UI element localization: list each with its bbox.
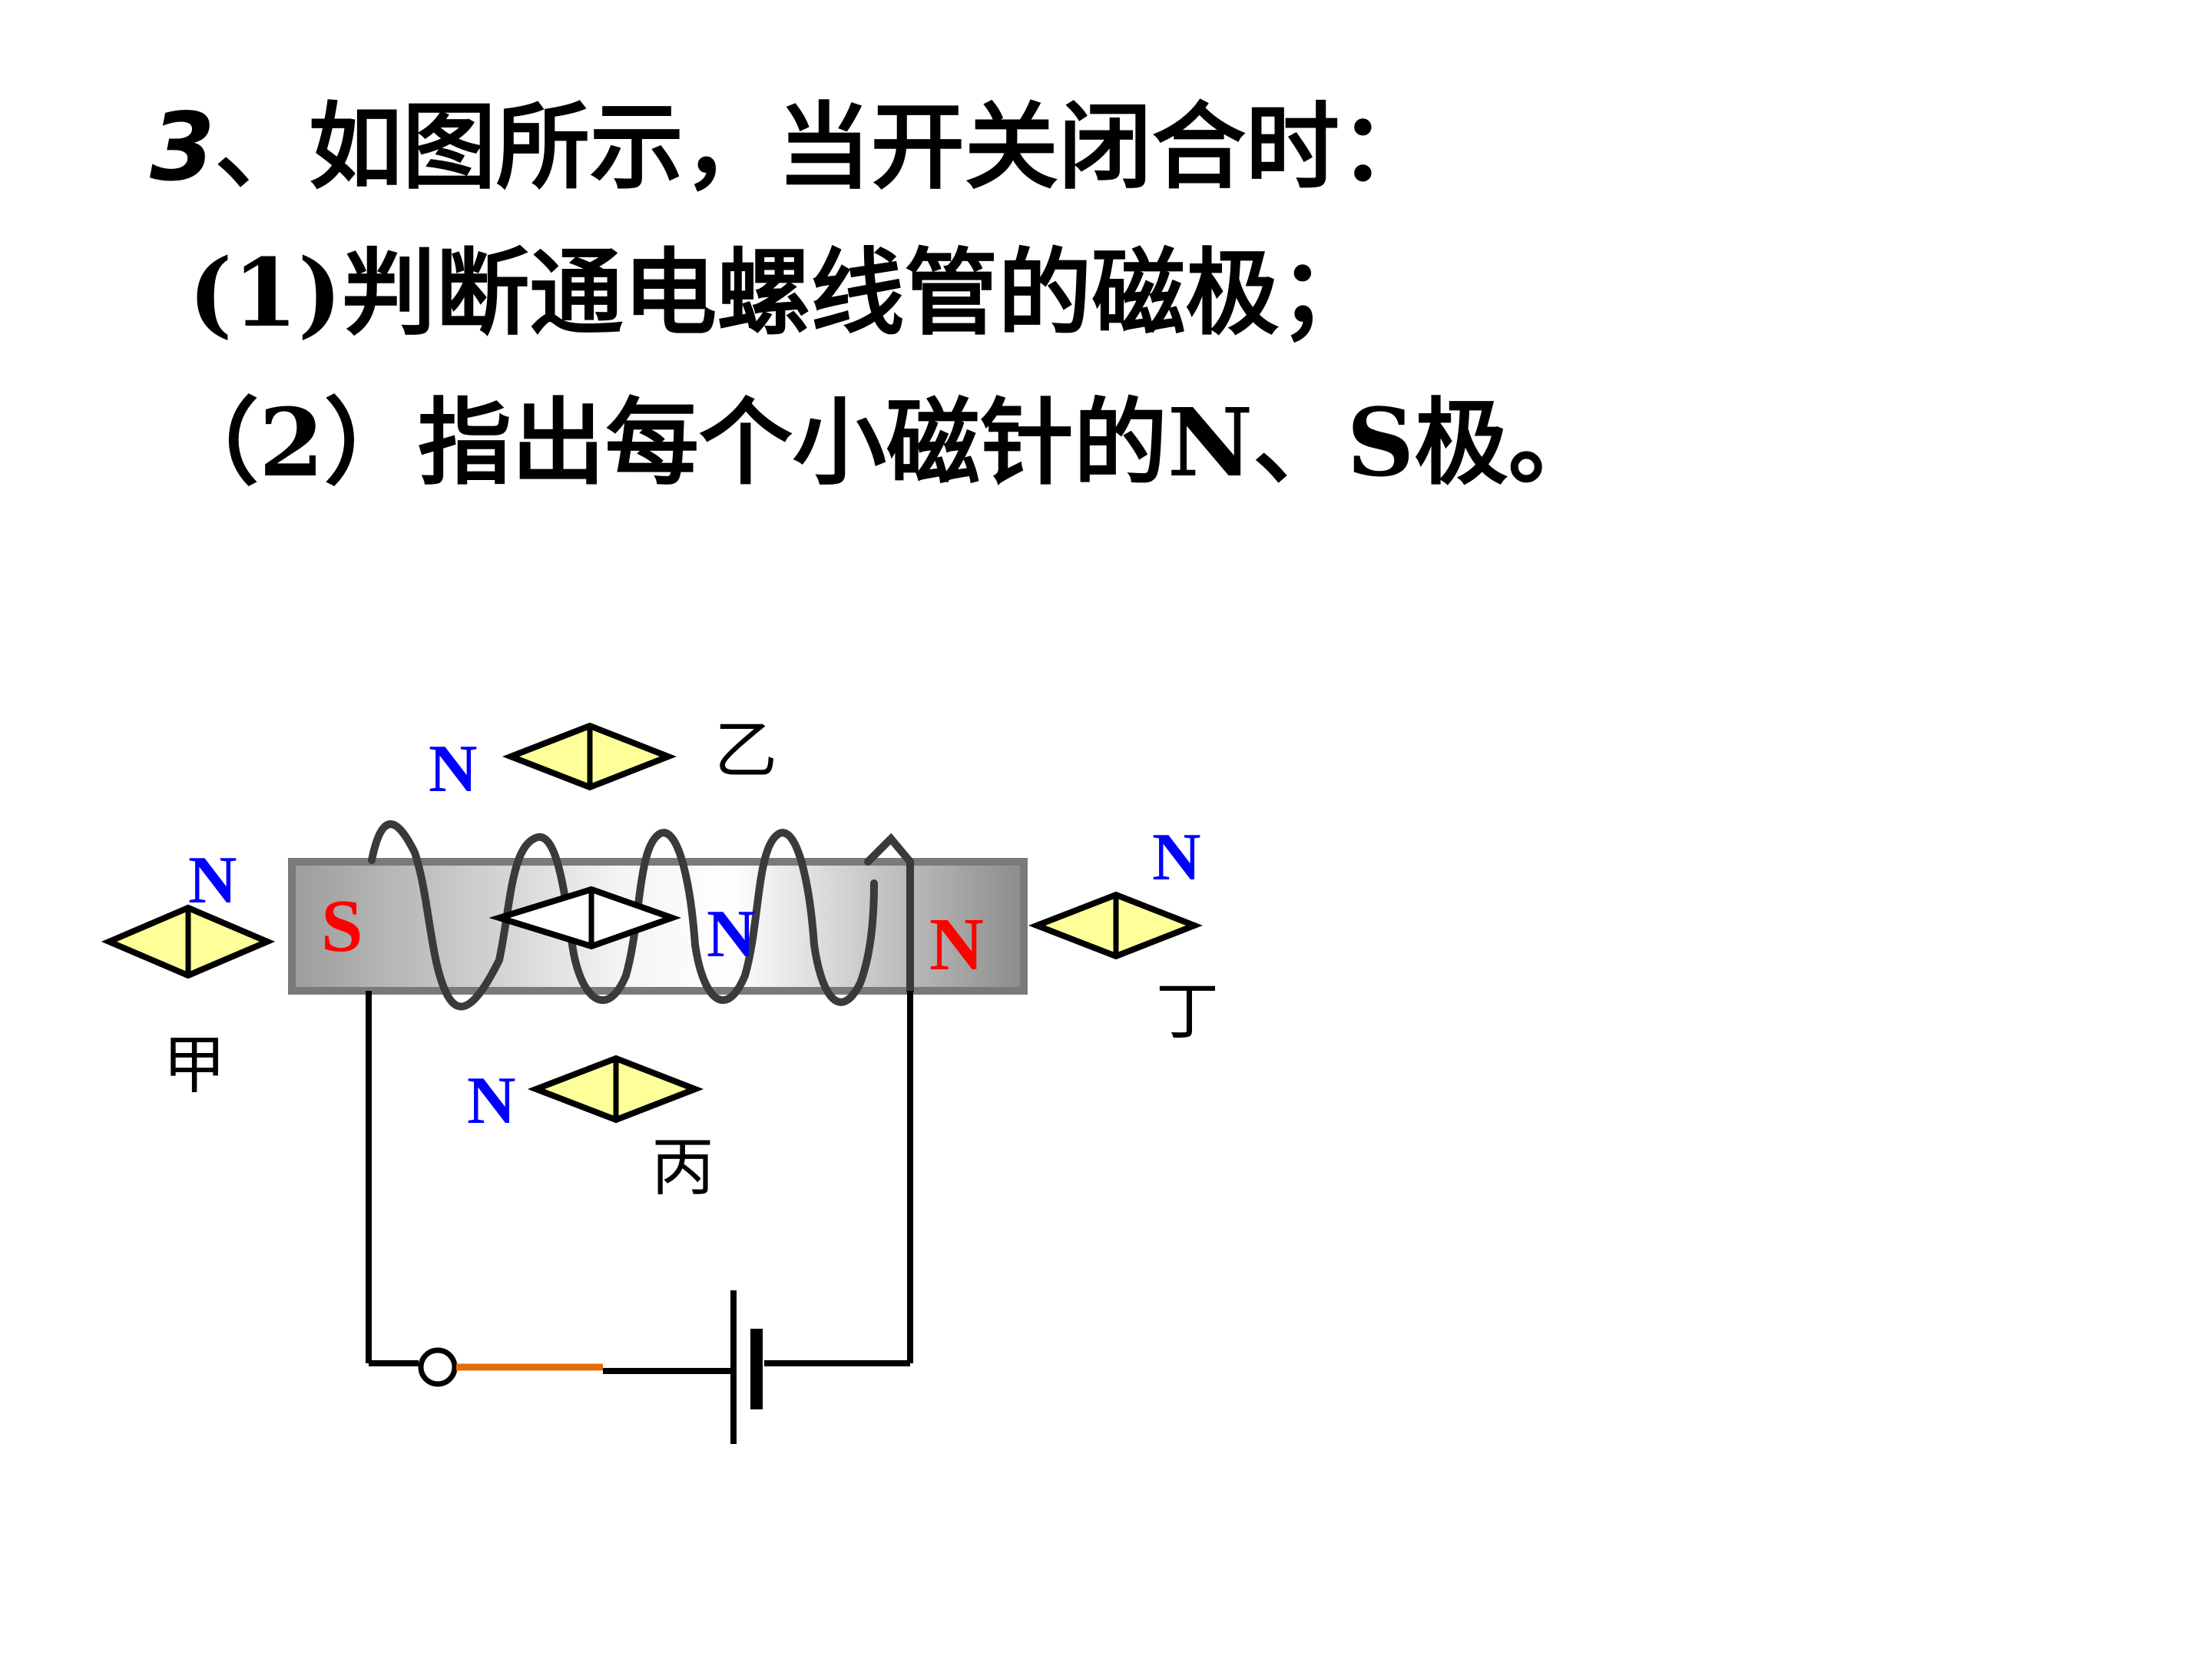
question-title-text: 、如图所示，当开关闭合时： bbox=[214, 91, 1433, 202]
question-part-1: (1)判断通电螺线管的磁极； bbox=[188, 237, 1373, 348]
question-part-2: （2）指出每个小磁针的N、S极。 bbox=[165, 387, 1602, 498]
needle-yi: N 乙 bbox=[429, 714, 777, 806]
switch-pivot bbox=[418, 1347, 458, 1387]
needle-bing-label: 丙 bbox=[651, 1131, 714, 1204]
question-number: 3 bbox=[150, 93, 215, 202]
coil bbox=[368, 820, 914, 1011]
needle-ding: N 丁 bbox=[1028, 820, 1219, 1048]
iron-core bbox=[288, 858, 1028, 995]
needle-bing: N 丙 bbox=[467, 1055, 714, 1204]
core-pole-right: N bbox=[929, 903, 984, 986]
question-title: 3、如图所示，当开关闭合时： bbox=[150, 100, 1433, 194]
needle-yi-label: 乙 bbox=[714, 714, 777, 787]
needle-center: N bbox=[488, 886, 756, 972]
circuit-wires bbox=[366, 991, 913, 1374]
core-pole-left: S bbox=[321, 885, 363, 968]
needle-ding-pole: N bbox=[1152, 820, 1201, 895]
switch bbox=[418, 1347, 603, 1387]
needle-jia-pole: N bbox=[188, 843, 237, 918]
needle-center-pole: N bbox=[707, 897, 756, 972]
needle-bing-pole: N bbox=[467, 1064, 516, 1138]
needle-yi-pole: N bbox=[429, 732, 478, 806]
needle-ding-label: 丁 bbox=[1156, 975, 1219, 1048]
battery bbox=[730, 1290, 763, 1444]
needle-jia-label: 甲 bbox=[163, 1029, 226, 1102]
needle-jia: N 甲 bbox=[101, 843, 276, 1102]
